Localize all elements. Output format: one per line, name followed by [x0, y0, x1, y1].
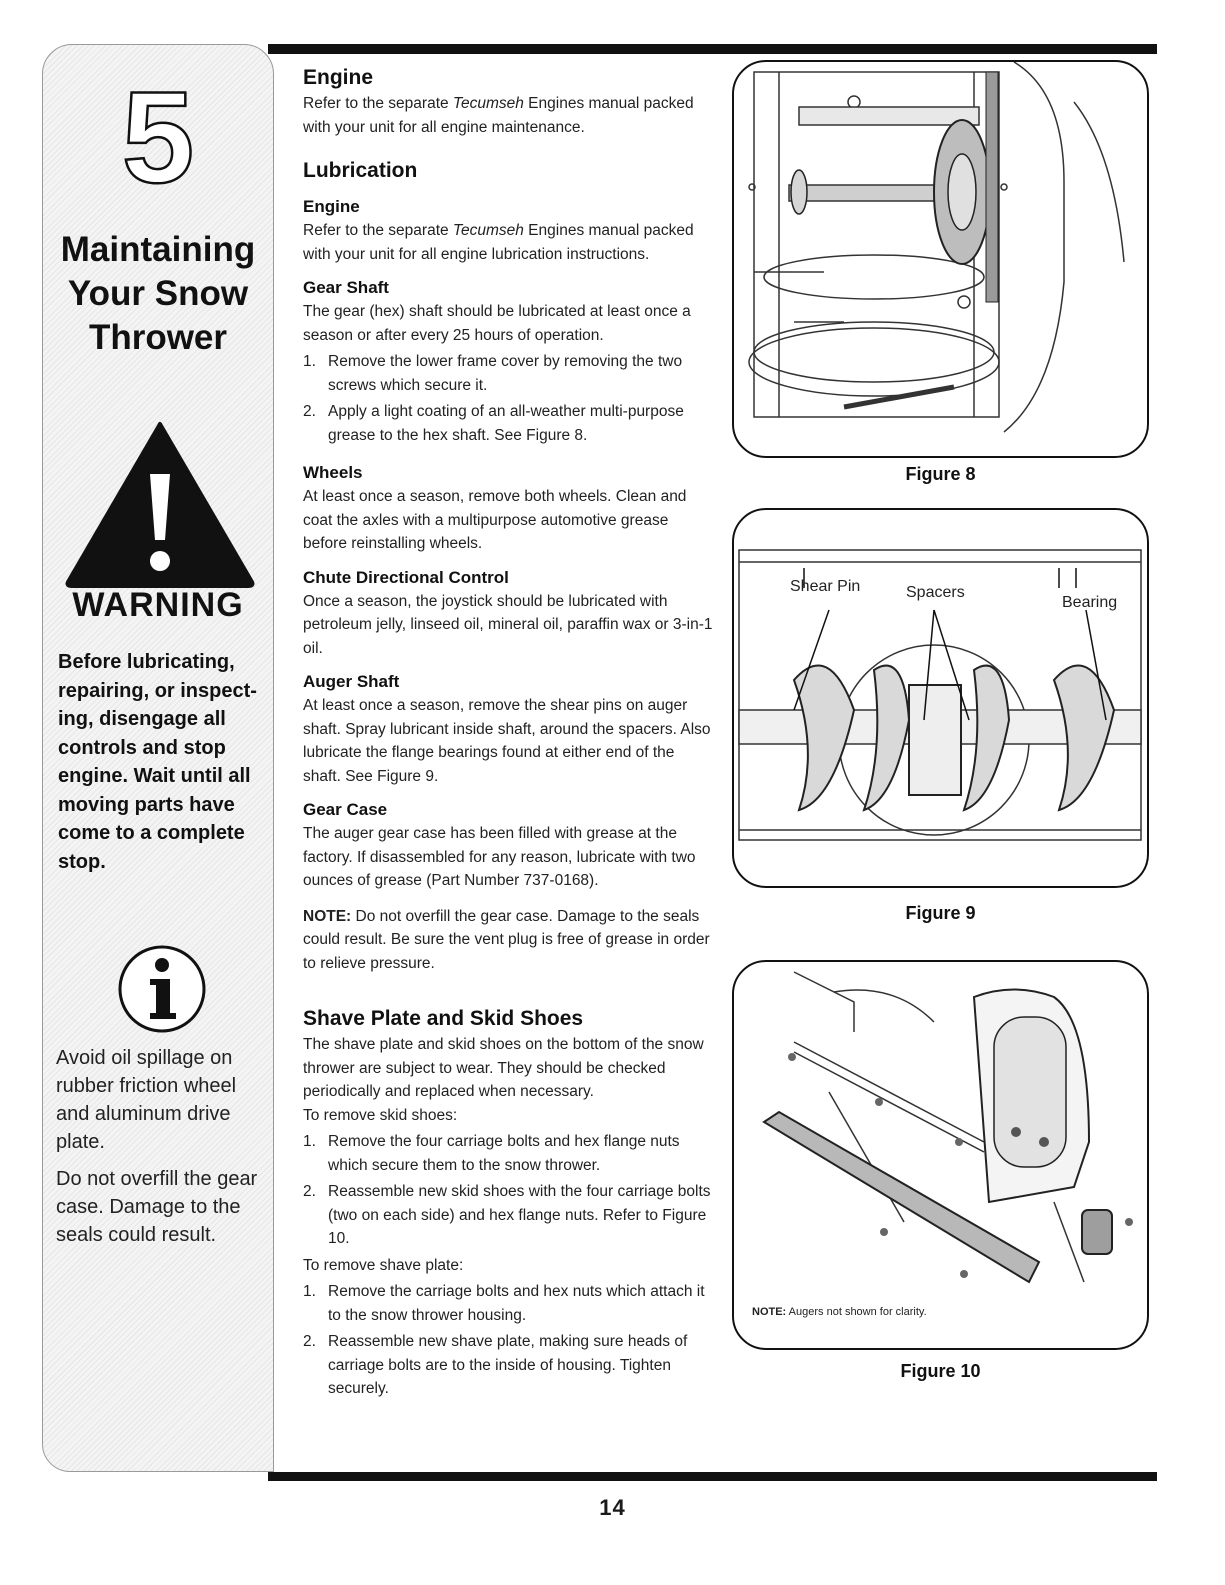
- note-text: Augers not shown for clarity.: [786, 1306, 927, 1318]
- step-number: 1.: [303, 1283, 316, 1300]
- info-text: Avoid oil spillage on rubber friction wh…: [56, 1044, 270, 1258]
- shave-plate-steps: 1. Remove the carriage bolts and hex nuts…: [303, 1280, 713, 1401]
- shave-plate-text: The shave plate and skid shoes on the bo…: [303, 1036, 704, 1100]
- list-item: 2. Reassemble new shave plate, making sur…: [303, 1330, 713, 1401]
- info-line: seals could result.: [56, 1224, 217, 1246]
- figure-10: NOTE: Augers not shown for clarity.: [732, 960, 1149, 1350]
- chute-heading: Chute Directional Control: [303, 567, 509, 587]
- section-title-line: Thrower: [88, 318, 228, 357]
- warning-line: controls and stop: [58, 736, 226, 759]
- bottom-rule: [268, 1472, 1157, 1481]
- info-line: Do not overfill the gear: [56, 1168, 258, 1190]
- step-number: 1.: [303, 1133, 316, 1150]
- engine-section: Engine Refer to the separate Tecumseh En…: [303, 64, 713, 139]
- warning-triangle-icon: [65, 422, 255, 588]
- warning-line: ing, disengage all: [58, 708, 226, 730]
- gear-shaft-text: The gear (hex) shaft should be lubricate…: [303, 303, 691, 344]
- text-run: Engines manual packed with your unit for…: [303, 95, 694, 136]
- brand-name: Tecumseh: [452, 222, 524, 239]
- shave-plate-intro: To remove shave plate:: [303, 1256, 464, 1274]
- auger-illustration: [738, 549, 1142, 841]
- info-line: rubber friction wheel: [56, 1075, 237, 1097]
- lubrication-heading: Lubrication: [303, 159, 418, 182]
- engine-text: Refer to the separate Tecumseh Engines m…: [303, 92, 713, 139]
- step-number: 1.: [303, 353, 316, 370]
- info-icon: [118, 945, 206, 1033]
- step-text: Remove the four carriage bolts and hex f…: [328, 1133, 680, 1174]
- info-line: plate.: [56, 1131, 105, 1153]
- warning-line: come to a complete: [58, 822, 245, 844]
- brand-name: Tecumseh: [452, 95, 524, 112]
- list-item: 2. Reassemble new skid shoes with the fou…: [303, 1180, 713, 1251]
- list-item: 1. Remove the carriage bolts and hex nuts…: [303, 1280, 713, 1327]
- text-run: Refer to the separate: [303, 95, 453, 112]
- shave-plate-section: Shave Plate and Skid Shoes The shave pla…: [303, 1005, 713, 1401]
- main-content: Engine Refer to the separate Tecumseh En…: [303, 64, 713, 1401]
- warning-line: moving parts have: [58, 793, 235, 816]
- list-item: 1. Remove the four carriage bolts and hex…: [303, 1130, 713, 1177]
- chute-text: Once a season, the joystick should be lu…: [303, 592, 713, 657]
- skid-shoes-intro: To remove skid shoes:: [303, 1106, 458, 1124]
- engine-heading: Engine: [303, 66, 374, 89]
- gear-case-note: NOTE: Do not overfill the gear case. Dam…: [303, 905, 713, 976]
- text-run: Engines manual packed with your unit for…: [303, 222, 694, 263]
- lube-engine-heading: Engine: [303, 197, 360, 216]
- warning-heading: WARNING: [72, 586, 244, 624]
- spacers-label: Spacers: [906, 584, 965, 601]
- shave-plate-illustration: [762, 971, 1133, 1284]
- step-text: Remove the carriage bolts and hex nuts w…: [328, 1283, 705, 1324]
- skid-shoe-steps: 1. Remove the four carriage bolts and hex…: [303, 1130, 713, 1251]
- step-number: 2.: [303, 1333, 316, 1350]
- warning-text: Before lubricating, repairing, or inspec…: [58, 648, 270, 876]
- gear-shaft-steps: 1. Remove the lower frame cover by removi…: [303, 350, 713, 447]
- note-label: NOTE:: [303, 907, 352, 925]
- note-text: Do not overfill the gear case. Damage to…: [303, 907, 710, 972]
- section-number: 5: [121, 64, 196, 210]
- shave-plate-heading: Shave Plate and Skid Shoes: [303, 1007, 584, 1030]
- section-title-line: Your Snow: [67, 274, 249, 313]
- page-number: 14: [599, 1495, 626, 1520]
- step-number: 2.: [303, 403, 316, 420]
- lube-engine-text: Refer to the separate Tecumseh Engines m…: [303, 219, 713, 266]
- warning-line: Before lubricating,: [58, 651, 235, 673]
- wheels-heading: Wheels: [303, 463, 363, 482]
- warning-line: stop.: [58, 850, 106, 873]
- figure-9: Shear Pin Spacers Bearing: [732, 508, 1149, 888]
- figure-10-note: NOTE: Augers not shown for clarity.: [752, 1306, 927, 1318]
- step-number: 2.: [303, 1183, 316, 1200]
- figure-10-caption: Figure 10: [900, 1361, 981, 1381]
- step-text: Reassemble new skid shoes with the four …: [328, 1183, 711, 1247]
- warning-line: engine. Wait until all: [58, 765, 251, 787]
- step-text: Apply a light coating of an all-weather …: [328, 403, 684, 444]
- figure-8-caption: Figure 8: [905, 464, 976, 484]
- section-title: Maintaining Your Snow Thrower: [36, 228, 280, 360]
- info-paragraph: Do not overfill the gear case. Damage to…: [56, 1165, 270, 1249]
- step-text: Remove the lower frame cover by removing…: [328, 353, 683, 394]
- gear-case-heading: Gear Case: [303, 800, 388, 819]
- figure-9-caption: Figure 9: [905, 903, 976, 923]
- lubrication-section: Lubrication Engine Refer to the separate…: [303, 157, 713, 975]
- gear-case-text: The auger gear case has been filled with…: [303, 825, 696, 889]
- shear-pin-label: Shear Pin: [790, 578, 861, 595]
- info-paragraph: Avoid oil spillage on rubber friction wh…: [56, 1044, 270, 1156]
- info-line: and aluminum drive: [56, 1103, 231, 1125]
- sidebar-panel: [42, 44, 274, 1472]
- list-item: 1. Remove the lower frame cover by removi…: [303, 350, 713, 397]
- info-line: Avoid oil spillage on: [56, 1047, 233, 1069]
- gear-shaft-heading: Gear Shaft: [303, 278, 389, 297]
- warning-line: repairing, or inspect-: [58, 679, 257, 702]
- auger-shaft-text: At least once a season, remove the shear…: [303, 697, 711, 785]
- top-rule: [268, 44, 1157, 54]
- info-line: case. Damage to the: [56, 1196, 241, 1218]
- list-item: 2. Apply a light coating of an all-weathe…: [303, 400, 713, 447]
- wheels-text: At least once a season, remove both whee…: [303, 488, 687, 552]
- bearing-label: Bearing: [1062, 594, 1118, 611]
- auger-shaft-heading: Auger Shaft: [303, 672, 400, 691]
- text-run: Refer to the separate: [303, 222, 453, 239]
- gear-shaft-illustration: [748, 62, 1125, 433]
- section-title-line: Maintaining: [60, 230, 256, 269]
- figure-8: [732, 60, 1149, 458]
- step-text: Reassemble new shave plate, making sure …: [328, 1333, 688, 1397]
- note-label: NOTE:: [752, 1306, 787, 1318]
